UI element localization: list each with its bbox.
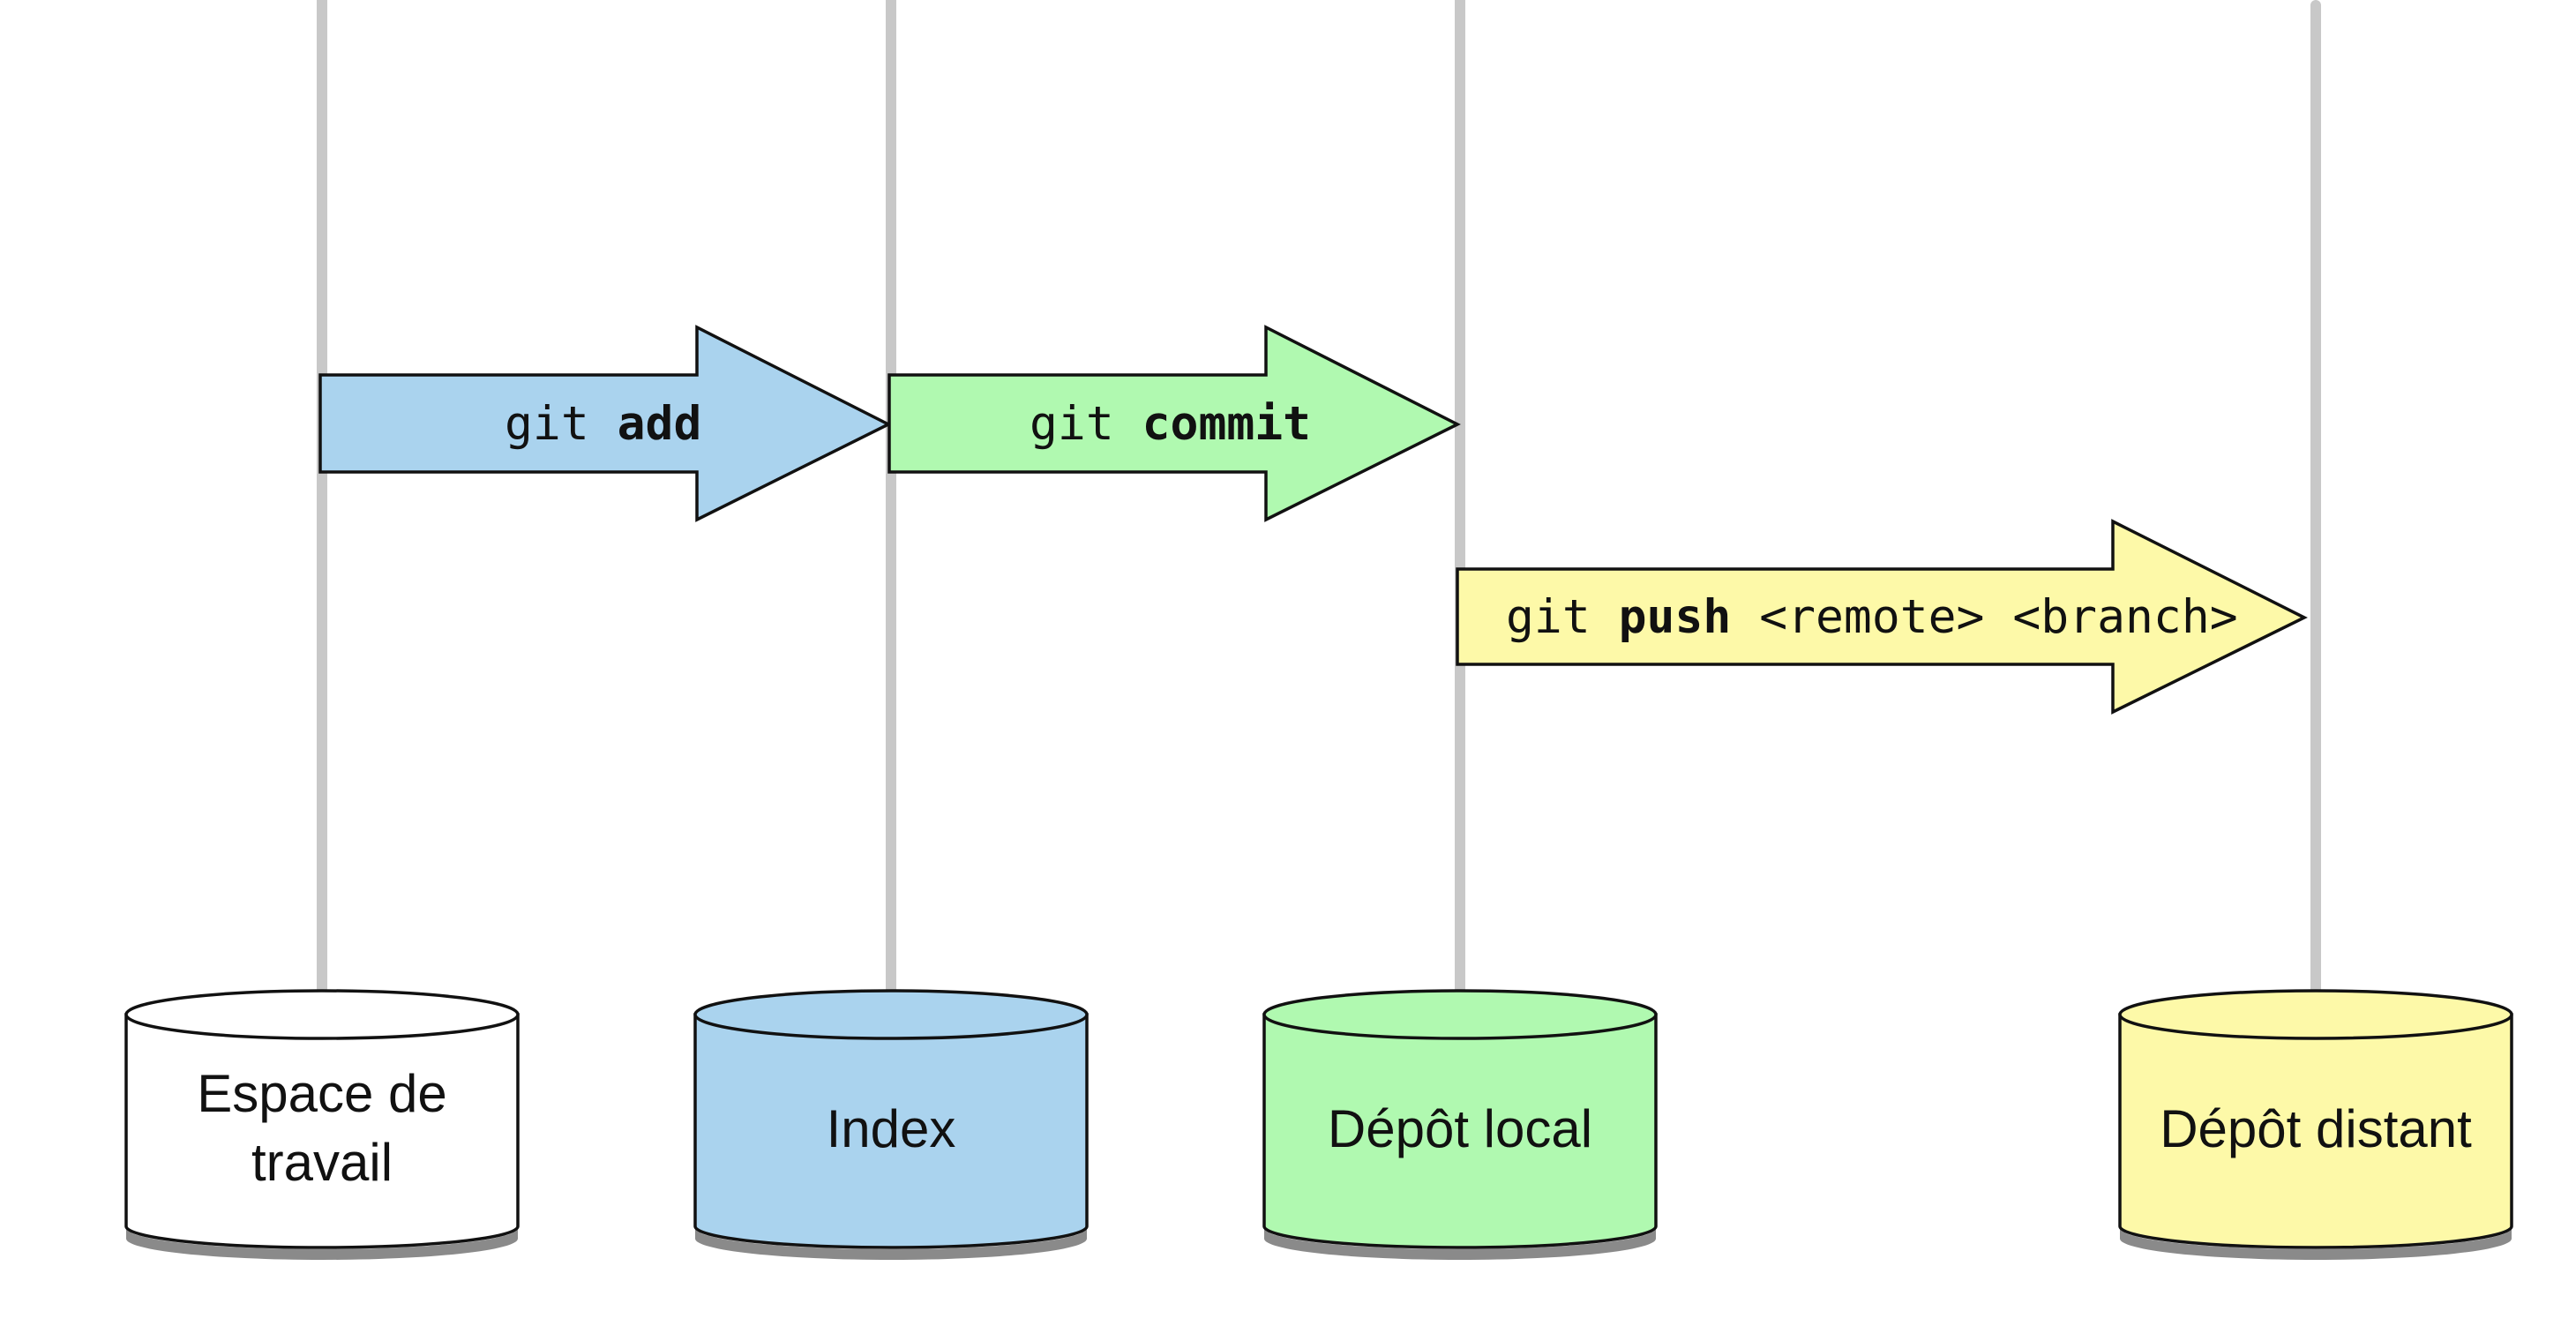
- cylinder-body: [124, 1013, 520, 1249]
- lane-lines: [317, 0, 2321, 998]
- cylinder-label-line-2: travail: [251, 1133, 393, 1192]
- cylinder-label: Dépôt local: [1328, 1099, 1592, 1158]
- cylinder-shadow: [1264, 1228, 1656, 1260]
- cylinder-local: Dépôt local: [1262, 989, 1658, 1260]
- cylinder-body: [1262, 1013, 1658, 1249]
- command-keyword: commit: [1142, 397, 1311, 451]
- cylinder-top: [1262, 989, 1658, 1040]
- cylinder-body: [2118, 1013, 2513, 1249]
- command-keyword: push: [1619, 590, 1732, 644]
- command-arrow-add: git add: [318, 325, 892, 522]
- arrow-shape-commit: [887, 325, 1461, 522]
- cylinder-index: Index: [693, 989, 1089, 1260]
- cylinder-label: Index: [827, 1099, 956, 1158]
- command-args: <remote> <branch>: [1731, 590, 2237, 644]
- cylinder-workspace: Espace de travail: [124, 989, 520, 1260]
- command-keyword: add: [618, 397, 702, 451]
- cylinder-top: [124, 989, 520, 1040]
- cylinder-label-line-1: Espace de: [197, 1064, 447, 1123]
- cylinder-top: [2118, 989, 2513, 1040]
- command-label-commit: git commit: [1030, 397, 1311, 451]
- command-arrow-push: git push <remote> <branch>: [1456, 519, 2308, 715]
- cylinder-shadow: [695, 1228, 1087, 1260]
- command-prefix: git: [505, 397, 618, 451]
- cylinder-label: Dépôt distant: [2160, 1099, 2472, 1158]
- command-label-add: git add: [505, 397, 701, 451]
- command-arrow-commit: git commit: [887, 325, 1461, 522]
- cylinder-shadow: [126, 1228, 518, 1260]
- command-prefix: git: [1030, 397, 1142, 451]
- command-prefix: git: [1506, 590, 1619, 644]
- cylinder-remote: Dépôt distant: [2118, 989, 2513, 1260]
- cylinder-shadow: [2120, 1228, 2512, 1260]
- arrow-shape-push: [1456, 519, 2308, 715]
- cylinder-body: [693, 1013, 1089, 1249]
- arrow-shape-add: [318, 325, 892, 522]
- command-label-push: git push <remote> <branch>: [1506, 590, 2238, 644]
- cylinder-top: [693, 989, 1089, 1040]
